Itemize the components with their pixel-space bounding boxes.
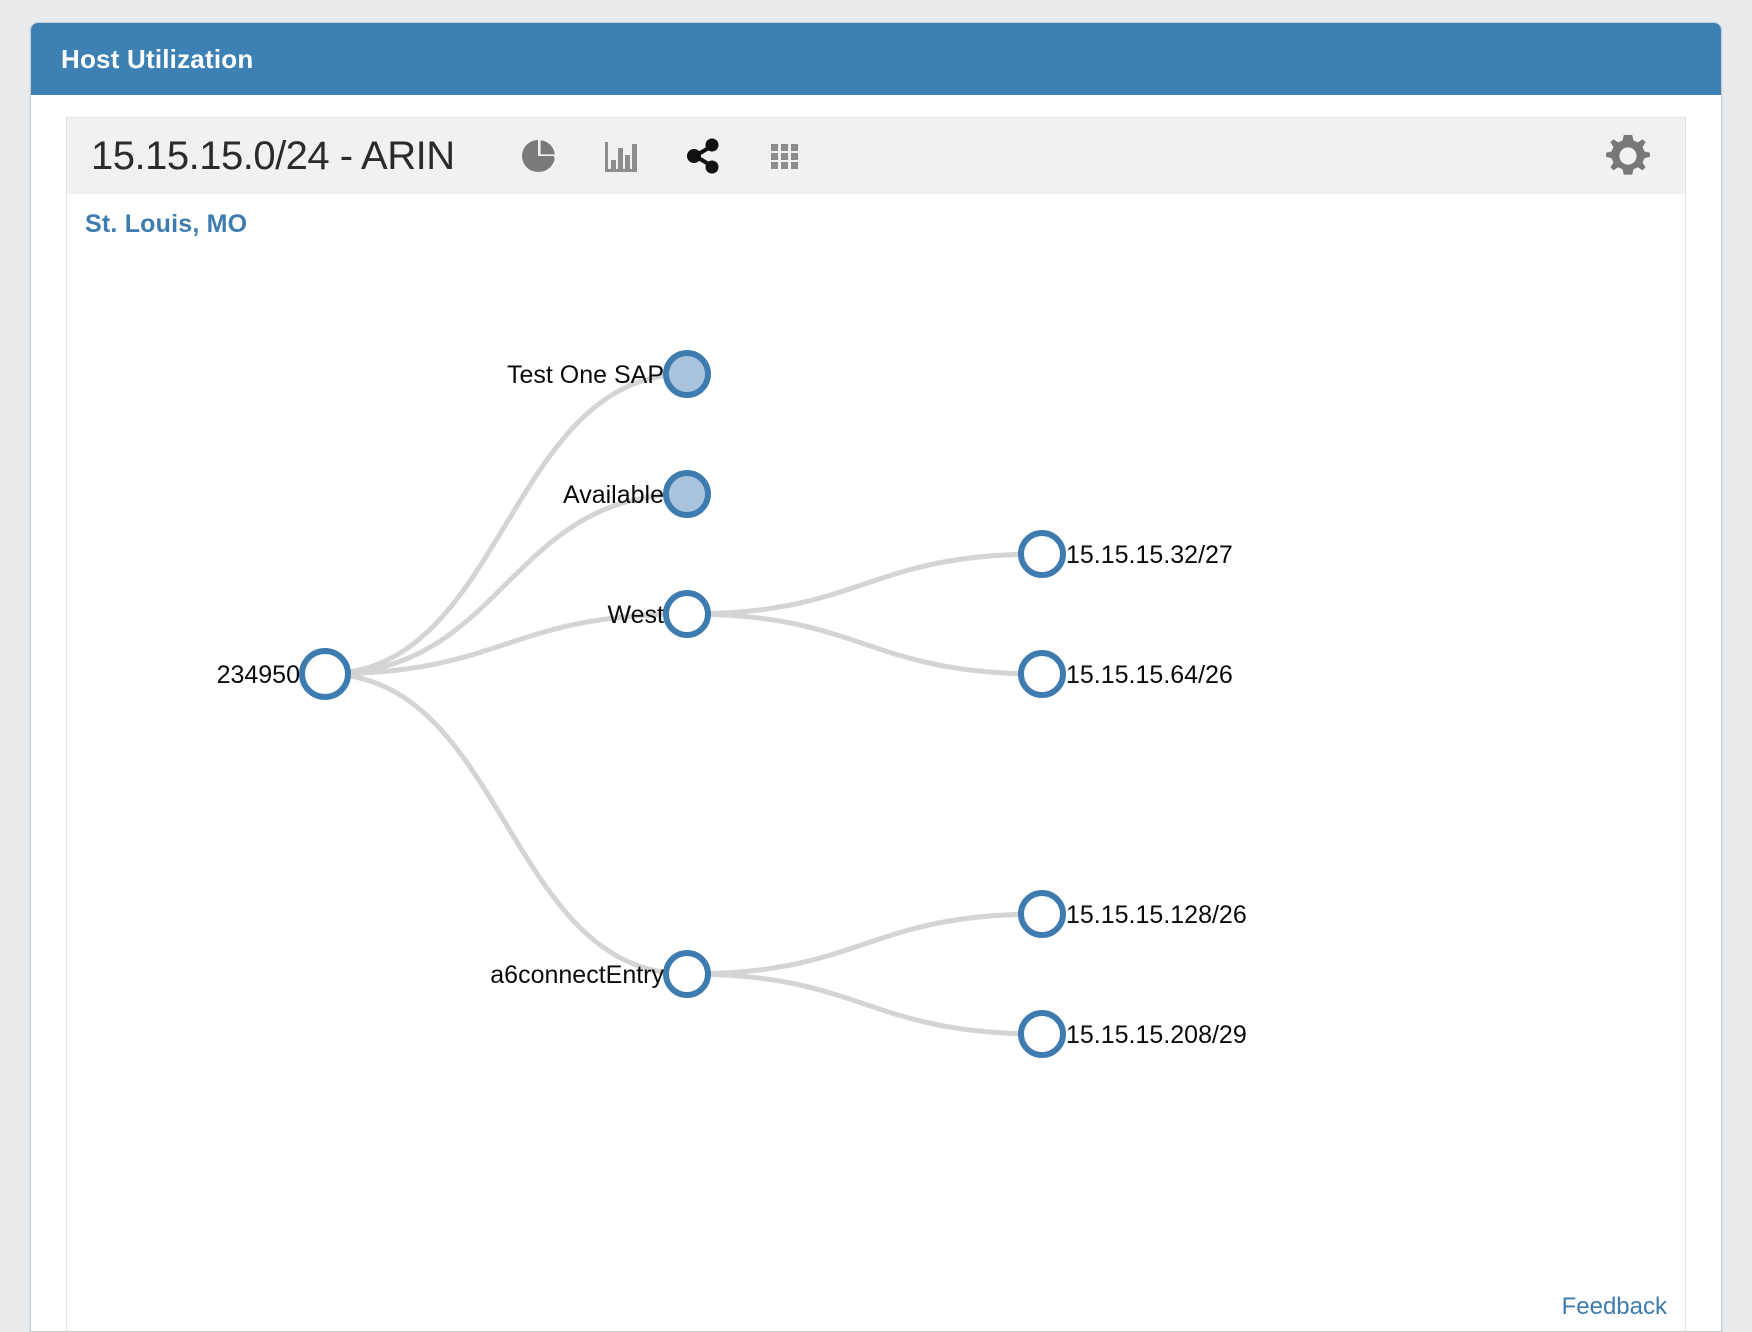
tree-node-label: 15.15.15.32/27 xyxy=(1066,541,1233,569)
tree-node[interactable]: West xyxy=(608,590,711,638)
page-title: Host Utilization xyxy=(61,43,254,74)
tree-node-circle[interactable] xyxy=(663,470,711,518)
tree-node-circle[interactable] xyxy=(299,648,351,700)
tree-link-group xyxy=(324,371,1043,1037)
tree-node-label: 15.15.15.64/26 xyxy=(1066,661,1233,689)
tree-node[interactable]: 15.15.15.208/29 xyxy=(1018,1010,1247,1058)
tree-node-label: a6connectEntry xyxy=(490,961,664,989)
feedback-link[interactable]: Feedback xyxy=(1561,1293,1667,1320)
gear-icon[interactable] xyxy=(1599,127,1657,185)
tree-node-label: 15.15.15.128/26 xyxy=(1066,901,1247,929)
tree-link xyxy=(324,371,688,677)
tree-node[interactable]: 234950 xyxy=(217,648,351,700)
share-icon[interactable] xyxy=(681,134,725,178)
tree-link xyxy=(686,551,1043,617)
grid-icon[interactable] xyxy=(763,134,807,178)
tree-node[interactable]: 15.15.15.64/26 xyxy=(1018,650,1233,698)
bar-chart-icon[interactable] xyxy=(599,134,643,178)
tree-node-circle[interactable] xyxy=(1018,1010,1066,1058)
pie-chart-icon[interactable] xyxy=(517,134,561,178)
tree-link xyxy=(686,611,1043,677)
tree-node[interactable]: 15.15.15.32/27 xyxy=(1018,530,1233,578)
panel-body: 15.15.15.0/24 - ARIN xyxy=(31,95,1721,1331)
tree-node-circle[interactable] xyxy=(663,590,711,638)
location-link[interactable]: St. Louis, MO xyxy=(85,210,248,238)
toolbar-icon-group xyxy=(517,134,807,178)
tree-link xyxy=(686,971,1043,1037)
tree-node[interactable]: Available xyxy=(563,470,711,518)
tree-node-circle[interactable] xyxy=(1018,650,1066,698)
tree-node-label: 234950 xyxy=(217,661,300,689)
tree-node-circle[interactable] xyxy=(663,950,711,998)
tree-node-circle[interactable] xyxy=(663,350,711,398)
tree-node-label: Available xyxy=(563,481,664,509)
tree-node[interactable]: Test One SAP xyxy=(507,350,711,398)
host-utilization-panel: Host Utilization 15.15.15.0/24 - ARIN xyxy=(30,22,1722,1332)
tree-node[interactable]: a6connectEntry xyxy=(490,950,711,998)
tree-link xyxy=(324,491,688,677)
tree-node-circle[interactable] xyxy=(1018,530,1066,578)
block-title: 15.15.15.0/24 - ARIN xyxy=(91,133,455,178)
tree-node-label: West xyxy=(608,601,665,629)
tree-node-label: 15.15.15.208/29 xyxy=(1066,1021,1247,1049)
tree-node-label: Test One SAP xyxy=(507,361,664,389)
tree-link xyxy=(324,671,688,977)
tree-link xyxy=(686,911,1043,977)
card-toolbar: 15.15.15.0/24 - ARIN xyxy=(67,118,1685,194)
tree-link xyxy=(324,611,688,677)
tree-node-circle[interactable] xyxy=(1018,890,1066,938)
tree-node[interactable]: 15.15.15.128/26 xyxy=(1018,890,1247,938)
block-detail-card: 15.15.15.0/24 - ARIN xyxy=(66,117,1686,1331)
panel-header: Host Utilization xyxy=(31,23,1721,95)
